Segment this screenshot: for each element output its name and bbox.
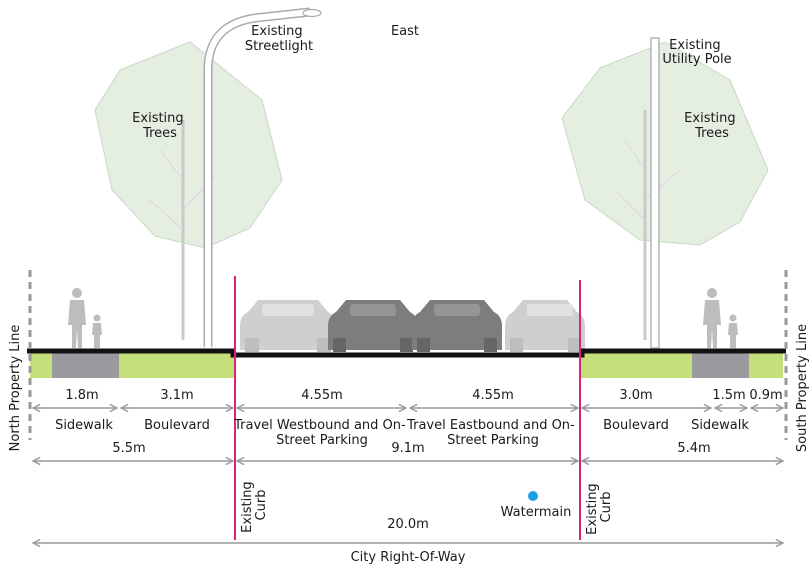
sidewalk-south-strip	[692, 353, 749, 378]
car-3-icon	[412, 300, 502, 352]
pedestrians-left-icon	[68, 288, 102, 348]
ground-line	[27, 348, 786, 358]
streetlight-icon	[203, 7, 322, 347]
segment-width-edge-south: 0.9m	[749, 388, 782, 403]
utility-pole-label: Existing Utility Pole	[662, 38, 731, 67]
segment-width-travel-eastbound: 4.55m	[472, 388, 514, 403]
north-property-line-label: North Property Line	[8, 325, 23, 452]
existing-curb-right-label: Existing Curb	[585, 479, 614, 535]
watermain-label: Watermain	[501, 505, 572, 520]
tree-right-icon	[561, 41, 769, 340]
segment-width-sidewalk-south: 1.5m	[712, 388, 745, 403]
car-4-icon	[505, 300, 585, 352]
segment-name-travel-westbound: Travel Westbound and On- Street Parking	[233, 418, 410, 448]
boulevard-south-strip	[580, 353, 692, 378]
tree-left-icon	[94, 41, 283, 340]
watermain-icon	[528, 491, 538, 501]
north-edge-strip	[30, 353, 52, 378]
total-width-label: 20.0m	[387, 517, 429, 532]
boulevard-north-strip	[119, 353, 235, 378]
segment-width-travel-westbound: 4.55m	[301, 388, 343, 403]
pedestrians-right-icon	[703, 288, 738, 348]
existing-curb-left-label: Existing Curb	[240, 477, 269, 533]
direction-label: East	[391, 24, 419, 39]
car-2-icon	[328, 300, 418, 352]
segment-name-sidewalk-south: Sidewalk	[691, 418, 749, 433]
car-1-icon	[240, 300, 336, 352]
right-of-way-label: City Right-Of-Way	[351, 550, 466, 565]
south-edge-strip	[749, 353, 783, 378]
subtotal-south-side: 5.4m	[677, 441, 710, 456]
south-property-line-label: South Property Line	[795, 324, 810, 452]
segment-width-boulevard-north: 3.1m	[160, 388, 193, 403]
segment-width-sidewalk-north: 1.8m	[65, 388, 98, 403]
trees-right-label: Existing Trees	[684, 111, 740, 141]
trees-left-label: Existing Trees	[132, 111, 188, 141]
segment-name-travel-eastbound: Travel Eastbound and On- Street Parking	[406, 418, 579, 448]
subtotal-north-side: 5.5m	[112, 441, 145, 456]
segment-name-boulevard-north: Boulevard	[144, 418, 210, 433]
segment-width-boulevard-south: 3.0m	[619, 388, 652, 403]
subtotal-roadway: 9.1m	[391, 441, 424, 456]
utility-pole-icon	[650, 37, 660, 349]
segment-name-sidewalk-north: Sidewalk	[55, 418, 113, 433]
segment-name-boulevard-south: Boulevard	[603, 418, 669, 433]
sidewalk-north-strip	[52, 353, 119, 378]
streetlight-label: Existing Streetlight	[245, 24, 313, 54]
